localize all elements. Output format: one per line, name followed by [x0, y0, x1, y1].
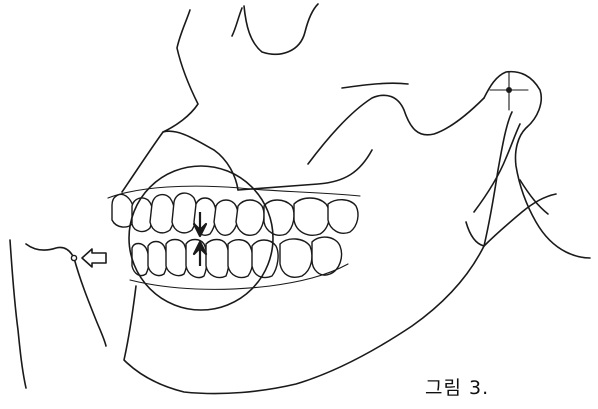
lower-lip-outline	[10, 240, 106, 388]
crosshair-icon	[490, 72, 528, 110]
magnification-circle	[129, 166, 273, 310]
contact-point-marker	[71, 255, 76, 260]
figure-caption: 그림 3.	[425, 373, 489, 400]
upper-teeth-row	[112, 193, 358, 235]
upper-skull-outline	[122, 4, 408, 192]
mandible-outline	[124, 72, 590, 394]
lower-teeth-row	[130, 237, 348, 289]
hollow-left-arrow-icon	[82, 249, 106, 267]
